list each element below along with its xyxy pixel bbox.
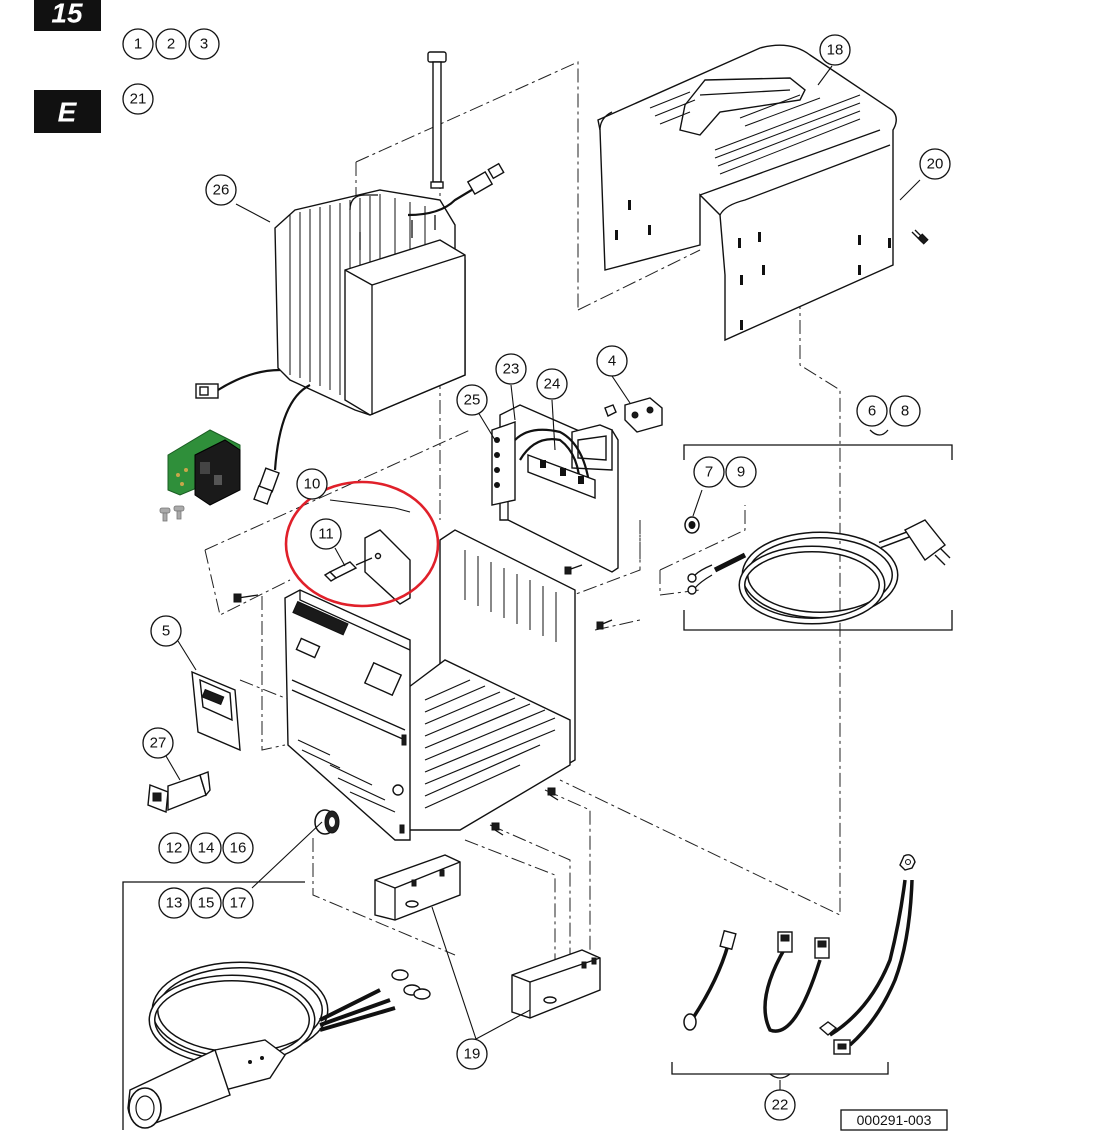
svg-text:13: 13	[166, 895, 183, 912]
long-bolt	[427, 51, 447, 189]
svg-text:1: 1	[134, 36, 142, 53]
callout-25: 25	[456, 384, 488, 416]
section-tab-e-label: E	[58, 97, 78, 128]
callout-15: 15	[190, 887, 222, 919]
svg-text:22: 22	[772, 1097, 789, 1114]
callout-12: 12	[158, 832, 190, 864]
svg-text:5: 5	[162, 623, 170, 640]
highlighted-bracket-assembly	[284, 480, 440, 608]
section-tab-15-label: 15	[51, 0, 83, 29]
meter	[191, 670, 241, 752]
svg-text:16: 16	[230, 840, 247, 857]
callout-5: 5	[150, 615, 182, 647]
svg-text:24: 24	[544, 376, 561, 393]
callout-22: 22	[764, 1089, 796, 1121]
callout-6: 6	[856, 395, 888, 427]
svg-text:10: 10	[304, 476, 321, 493]
svg-text:18: 18	[827, 42, 844, 59]
callout-7: 7	[693, 456, 725, 488]
svg-text:14: 14	[198, 840, 215, 857]
callout-18: 18	[819, 34, 851, 66]
callout-3: 3	[188, 28, 220, 60]
charger-chassis	[284, 529, 576, 841]
chassis-screws	[233, 564, 613, 836]
transformer	[195, 162, 505, 505]
callout-17: 17	[222, 887, 254, 919]
dc-cord-group-bracket	[122, 881, 305, 1130]
drawing-code-box: 000291-003	[840, 1109, 948, 1131]
svg-text:21: 21	[130, 91, 147, 108]
callout-23: 23	[495, 353, 527, 385]
svg-text:27: 27	[150, 735, 167, 752]
svg-text:26: 26	[213, 182, 230, 199]
ac-power-cord	[687, 519, 951, 625]
svg-text:23: 23	[503, 361, 520, 378]
transformer-terminal-top	[466, 162, 505, 196]
drawing-code: 000291-003	[857, 1112, 932, 1128]
callout-21: 21	[122, 83, 154, 115]
callout-16: 16	[222, 832, 254, 864]
svg-text:20: 20	[927, 156, 944, 173]
callout-19: 19	[456, 1038, 488, 1070]
cover-vent-slots	[649, 91, 861, 175]
callout-10: 10	[296, 468, 328, 500]
mounting-bracket-front	[374, 854, 461, 921]
cover-screw	[911, 229, 929, 245]
terminal-block	[604, 397, 663, 433]
y-wire-harness	[818, 854, 916, 1055]
callout-1: 1	[122, 28, 154, 60]
leader-lines	[165, 65, 921, 1090]
ground-wire	[683, 929, 737, 1031]
top-cover	[597, 44, 897, 342]
circuit-breaker	[147, 771, 211, 813]
callout-27: 27	[142, 727, 174, 759]
strain-relief-bushing	[314, 809, 340, 835]
jumper-wire	[763, 931, 830, 1033]
circuit-board-module	[159, 429, 241, 522]
svg-text:12: 12	[166, 840, 183, 857]
dc-charging-cord	[127, 961, 431, 1129]
svg-text:8: 8	[901, 403, 909, 420]
svg-text:15: 15	[198, 895, 215, 912]
callout-8: 8	[889, 395, 921, 427]
svg-text:2: 2	[167, 36, 175, 53]
callout-13: 13	[158, 887, 190, 919]
transformer-terminal-bottom	[253, 467, 280, 505]
callout-9: 9	[725, 456, 757, 488]
callout-11: 11	[310, 518, 342, 550]
svg-text:3: 3	[200, 36, 208, 53]
svg-text:17: 17	[230, 895, 247, 912]
svg-text:7: 7	[705, 464, 713, 481]
callout-2: 2	[155, 28, 187, 60]
callout-20: 20	[919, 148, 951, 180]
highlight-ring	[284, 480, 440, 608]
rectifier-board	[491, 404, 619, 573]
cord-lock-nut	[684, 516, 700, 534]
callout-14: 14	[190, 832, 222, 864]
mounting-bracket-rear	[511, 949, 601, 1019]
svg-text:19: 19	[464, 1046, 481, 1063]
callout-4: 4	[596, 345, 628, 377]
callout-24: 24	[536, 368, 568, 400]
ac-cord-group-bracket	[683, 429, 953, 631]
svg-text:4: 4	[608, 353, 616, 370]
section-tab-e: E	[34, 90, 101, 133]
svg-text:25: 25	[464, 392, 481, 409]
wire-harness-group-bracket	[671, 1062, 889, 1079]
section-tab-15: 15	[34, 0, 101, 31]
svg-text:6: 6	[868, 403, 876, 420]
callout-26: 26	[205, 174, 237, 206]
svg-text:11: 11	[318, 526, 334, 543]
svg-text:9: 9	[737, 464, 745, 481]
